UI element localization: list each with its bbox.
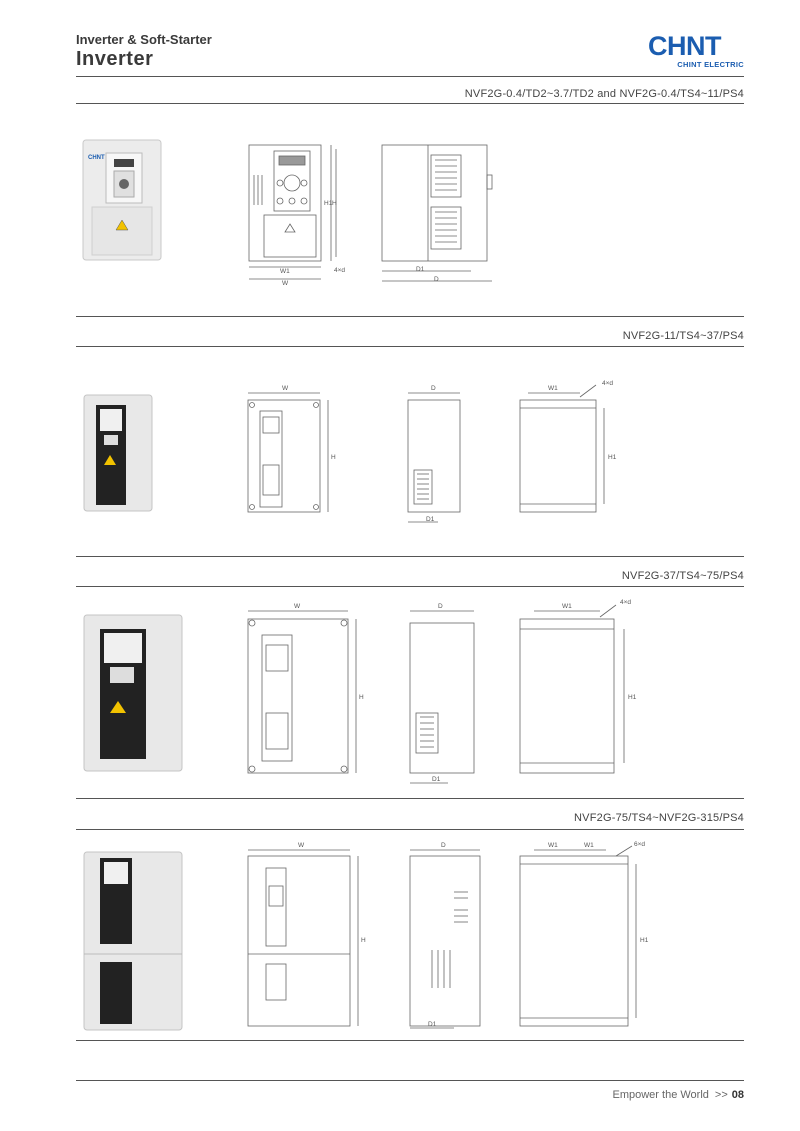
dim-d1: D1 (416, 266, 425, 273)
dim-holes: 4×d (620, 599, 631, 606)
section-2-rear-view (519, 384, 605, 513)
section-4-photo (83, 851, 183, 1031)
section-4-front-view (247, 849, 359, 1027)
dim-w: W (282, 280, 289, 287)
section-4-model: NVF2G-75/TS4~NVF2G-315/PS4 (574, 812, 744, 824)
dim-d1: D1 (428, 1021, 437, 1028)
svg-text:CHNT: CHNT (88, 155, 105, 161)
section-2-drawings: W H D D1 W1 4×d H1 (76, 375, 744, 535)
section-4-rear-view (519, 845, 637, 1027)
section-rule (76, 586, 744, 587)
section-rule (76, 346, 744, 347)
section-rule (76, 316, 744, 317)
header-category: Inverter & Soft-Starter (76, 32, 212, 47)
dim-w1: W1 (562, 603, 572, 610)
dim-d1: D1 (432, 776, 441, 783)
dim-w1-right: W1 (584, 842, 594, 849)
page-title: Inverter (76, 48, 154, 70)
section-rule (76, 829, 744, 830)
chint-logo: CHNT CHINT ELECTRIC (648, 31, 744, 70)
dim-h: H (361, 937, 366, 944)
dim-h1: H1 (608, 454, 617, 461)
section-rule (76, 103, 744, 104)
dim-h: H (331, 454, 336, 461)
section-rule (76, 76, 744, 77)
dim-w1: W1 (280, 268, 290, 275)
section-2-svg: W H D D1 W1 4×d H1 (83, 380, 617, 523)
dim-w: W (294, 603, 301, 610)
logo-mark: CHNT (648, 31, 722, 61)
dim-h: H (332, 200, 337, 207)
section-3-rear-view (519, 604, 625, 774)
dim-d1: D1 (426, 516, 435, 523)
dim-d: D (438, 603, 443, 610)
section-2-photo (83, 394, 153, 512)
dim-w1-left: W1 (548, 842, 558, 849)
dim-w: W (282, 385, 289, 392)
dim-h: H (359, 694, 364, 701)
section-2-front-view (247, 392, 329, 513)
section-4-side-view (409, 849, 481, 1029)
dim-w: W (298, 842, 305, 849)
section-1-photo: CHNT (82, 139, 162, 261)
section-4-drawings: W H D D1 W1 W1 6×d H1 (76, 838, 744, 1038)
section-3-model: NVF2G-37/TS4~75/PS4 (621, 570, 744, 582)
section-rule (76, 798, 744, 799)
dim-d: D (434, 276, 439, 283)
dim-holes: 4×d (334, 267, 345, 274)
section-1-svg: CHNT W1 W H1 H 4×d (82, 139, 493, 287)
dim-h1: H1 (628, 694, 637, 701)
section-1-side-view (381, 144, 493, 282)
section-1-front-view (248, 144, 337, 280)
section-3-side-view (409, 610, 475, 784)
section-2-model: NVF2G-11/TS4~37/PS4 (622, 330, 744, 342)
section-rule (76, 1040, 744, 1041)
section-3-photo (83, 614, 183, 772)
section-2-side-view (407, 392, 461, 523)
footer-slogan: Empower the World (612, 1089, 709, 1101)
dim-h1: H1 (640, 937, 649, 944)
section-3-drawings: W H D D1 W1 4×d H1 (76, 595, 744, 795)
section-4-svg: W H D D1 W1 W1 6×d H1 (83, 841, 649, 1031)
dim-h1: H1 (324, 200, 333, 207)
section-3-front-view (247, 610, 357, 774)
section-1-model: NVF2G-0.4/TD2~3.7/TD2 and NVF2G-0.4/TS4~… (464, 88, 744, 100)
section-1-drawings: CHNT W1 W H1 H 4×d (76, 135, 744, 295)
section-rule (76, 556, 744, 557)
section-3-svg: W H D D1 W1 4×d H1 (83, 599, 637, 784)
dim-holes: 6×d (634, 841, 645, 848)
page-number: 08 (731, 1089, 744, 1101)
dim-holes: 4×d (602, 380, 613, 387)
footer-separator: >> (714, 1089, 728, 1101)
dim-w1: W1 (548, 385, 558, 392)
footer: Empower the World >>08 (613, 1089, 745, 1101)
logo-subtext: CHINT ELECTRIC (677, 60, 744, 69)
dim-d: D (431, 385, 436, 392)
dim-d: D (441, 842, 446, 849)
footer-rule (76, 1080, 744, 1081)
